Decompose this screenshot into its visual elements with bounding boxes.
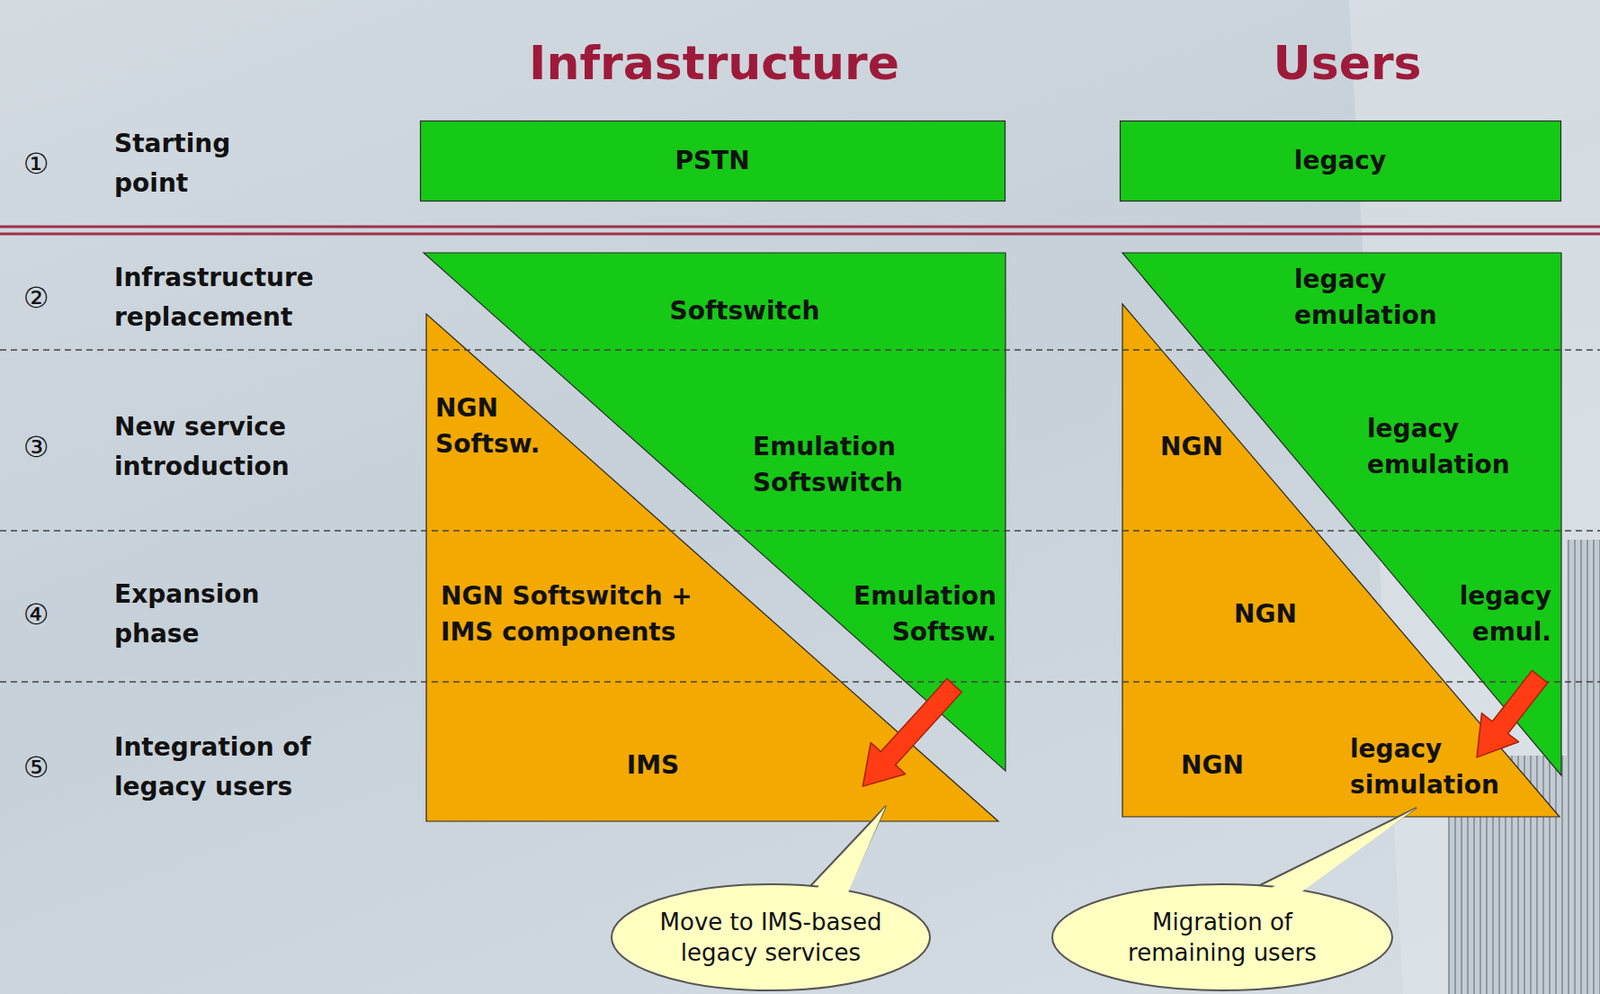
callout-bubble: Migration of remaining users [1051, 883, 1394, 992]
callout-text: Move to IMS-based legacy services [644, 906, 897, 968]
node-text: NGN [1142, 429, 1242, 465]
step-number: ⑤ [13, 749, 59, 786]
node-text: NGN Softsw. [435, 390, 562, 463]
migration-arrow [1476, 670, 1548, 758]
node-text: PSTN [442, 143, 983, 179]
node-text: NGN [1215, 596, 1315, 633]
column-heading: Users [1167, 34, 1528, 92]
node-text: legacy emulation [1367, 411, 1529, 483]
callout-bubble: Move to IMS-based legacy services [610, 883, 931, 992]
stage-box: PSTN [420, 120, 1006, 202]
step-name: Starting point [114, 124, 268, 204]
callout-ellipse [611, 884, 930, 991]
callout-ellipse [1052, 884, 1393, 991]
step-name: Infrastructure replacement [114, 258, 349, 338]
ngn-wedge: NGN NGN NGN legacy simulation [1122, 303, 1560, 817]
stage-box: legacy [1119, 120, 1562, 202]
node-text: Emulation Softsw. [816, 578, 997, 651]
box-outline [420, 121, 1006, 202]
node-text: IMS [581, 747, 725, 784]
callout-tail-join [1260, 807, 1417, 899]
callout-tail [1258, 807, 1417, 891]
step-number: ③ [13, 429, 59, 465]
box-outline [1120, 121, 1562, 202]
node-text: legacy emulation [1294, 261, 1457, 334]
step-name: Integration of legacy users [114, 727, 349, 807]
step-number: ④ [13, 596, 59, 633]
shape-outline [610, 883, 931, 992]
wedge-outline [426, 313, 999, 822]
step-number: ① [13, 145, 59, 182]
node-text: Emulation Softswitch [752, 429, 933, 501]
step-name: New service introduction [114, 407, 340, 487]
callout-tail-join [812, 805, 886, 901]
step-name: Expansion phase [114, 574, 304, 654]
migration-arrow [862, 679, 962, 787]
step-number: ② [13, 279, 59, 316]
node-text: legacy simulation [1349, 731, 1521, 804]
wedge-outline [1122, 303, 1560, 817]
node-text: Softswitch [627, 293, 862, 330]
column-heading: Infrastructure [444, 34, 984, 92]
node-text: legacy [1137, 143, 1543, 179]
shape-outline [1051, 883, 1394, 992]
node-text: NGN [1162, 747, 1262, 784]
node-text: legacy emul. [1416, 578, 1552, 651]
node-text: NGN Softswitch + IMS components [440, 578, 747, 651]
callout-text: Migration of remaining users [1114, 906, 1331, 968]
